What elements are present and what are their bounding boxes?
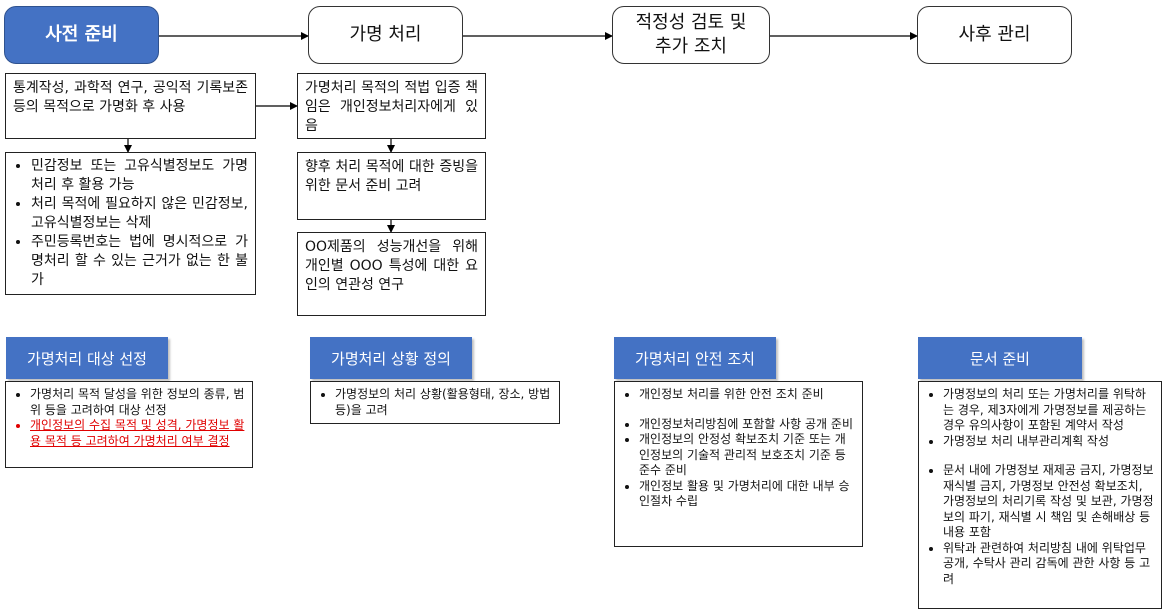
stage-prep: 사전 준비 [4,6,159,64]
section-detail-target-selection: 가명처리 목적 달성을 위한 정보의 종류, 범위 등을 고려하여 대상 선정 … [5,381,253,468]
detail-item: 위탁과 관련하여 처리방침 내에 위탁업무 공개, 수탁사 관리 감독에 관한 … [943,541,1155,588]
process-box-2: 향후 처리 목적에 대한 증빙을 위한 문서 준비 고려 [297,152,486,220]
detail-item: 개인정보 처리를 위한 안전 조치 준비 [639,387,856,403]
prep-purpose-text: 통계작성, 과학적 연구, 공익적 기록보존 등의 목적으로 가명화 후 사용 [13,80,248,115]
process-box-3-text: OO제품의 성능개선을 위해 개인별 OOO 특성에 대한 요인의 연관성 연구 [305,239,478,293]
section-title: 가명처리 상황 정의 [331,349,451,368]
section-detail-safety-measures: 개인정보 처리를 위한 안전 조치 준비 개인정보처리방침에 포함할 사항 공개… [614,381,863,547]
stage-process: 가명 처리 [308,6,463,64]
detail-list: 개인정보 처리를 위한 안전 조치 준비 개인정보처리방침에 포함할 사항 공개… [621,387,856,510]
process-box-1: 가명처리 목적의 적법 입증 책임은 개인정보처리자에게 있음 [297,73,486,139]
detail-item: 개인정보의 안정성 확보조치 기준 또는 개인정보의 기술적 관리적 보호조치 … [639,432,856,479]
section-title: 문서 준비 [970,349,1030,368]
prep-bullet: 처리 목적에 필요하지 않은 민감정보, 고유식별정보는 삭제 [31,195,248,233]
detail-list: 가명처리 목적 달성을 위한 정보의 종류, 범위 등을 고려하여 대상 선정 … [12,387,246,449]
section-title: 가명처리 안전 조치 [635,349,755,368]
detail-item: 가명정보의 처리 또는 가명처리를 위탁하는 경우, 제3자에게 가명정보를 제… [943,387,1155,434]
detail-item: 가명정보 처리 내부관리계획 작성 [943,434,1155,450]
detail-item: 가명처리 목적 달성을 위한 정보의 종류, 범위 등을 고려하여 대상 선정 [30,387,246,418]
section-header-situation-definition: 가명처리 상황 정의 [310,337,472,379]
detail-list: 가명정보의 처리 상황(활용형태, 장소, 방법 등)을 고려 [317,387,553,418]
prep-bullet-list: 민감정보 또는 고유식별정보도 가명처리 후 활용 가능 처리 목적에 필요하지… [13,157,248,290]
section-detail-situation-definition: 가명정보의 처리 상황(활용형태, 장소, 방법 등)을 고려 [310,381,560,424]
stage-process-label: 가명 처리 [349,24,422,45]
stage-post: 사후 관리 [917,6,1072,64]
detail-item: 가명정보의 처리 상황(활용형태, 장소, 방법 등)을 고려 [335,387,553,418]
prep-bullet: 민감정보 또는 고유식별정보도 가명처리 후 활용 가능 [31,157,248,195]
process-box-3: OO제품의 성능개선을 위해 개인별 OOO 특성에 대한 요인의 연관성 연구 [297,232,486,316]
stage-review-label: 적정성 검토 및 추가 조치 [635,12,747,57]
stage-prep-label: 사전 준비 [45,24,118,45]
prep-bullet: 주민등록번호는 법에 명시적으로 가명처리 할 수 있는 근거가 없는 한 불가 [31,233,248,290]
section-header-safety-measures: 가명처리 안전 조치 [614,337,776,379]
stage-post-label: 사후 관리 [958,24,1031,45]
detail-item: 개인정보처리방침에 포함할 사항 공개 준비 [639,417,856,433]
process-box-2-text: 향후 처리 목적에 대한 증빙을 위한 문서 준비 고려 [305,159,478,194]
stage-review: 적정성 검토 및 추가 조치 [612,6,770,64]
detail-item: 개인정보 활용 및 가명처리에 대한 내부 승인절차 수립 [639,479,856,510]
prep-bullets-box: 민감정보 또는 고유식별정보도 가명처리 후 활용 가능 처리 목적에 필요하지… [5,152,256,295]
section-header-document-prep: 문서 준비 [918,337,1082,379]
process-box-1-text: 가명처리 목적의 적법 입증 책임은 개인정보처리자에게 있음 [305,80,478,134]
section-header-target-selection: 가명처리 대상 선정 [6,337,168,379]
detail-item: 문서 내에 가명정보 재제공 금지, 가명정보 재식별 금지, 가명정보 안전성… [943,463,1155,541]
prep-purpose-box: 통계작성, 과학적 연구, 공익적 기록보존 등의 목적으로 가명화 후 사용 [5,73,256,139]
detail-item-highlighted: 개인정보의 수집 목적 및 성격, 가명정보 활용 목적 등 고려하여 가명처리… [30,418,246,449]
detail-list: 가명정보의 처리 또는 가명처리를 위탁하는 경우, 제3자에게 가명정보를 제… [925,387,1155,587]
section-title: 가명처리 대상 선정 [27,349,147,368]
section-detail-document-prep: 가명정보의 처리 또는 가명처리를 위탁하는 경우, 제3자에게 가명정보를 제… [918,381,1162,609]
